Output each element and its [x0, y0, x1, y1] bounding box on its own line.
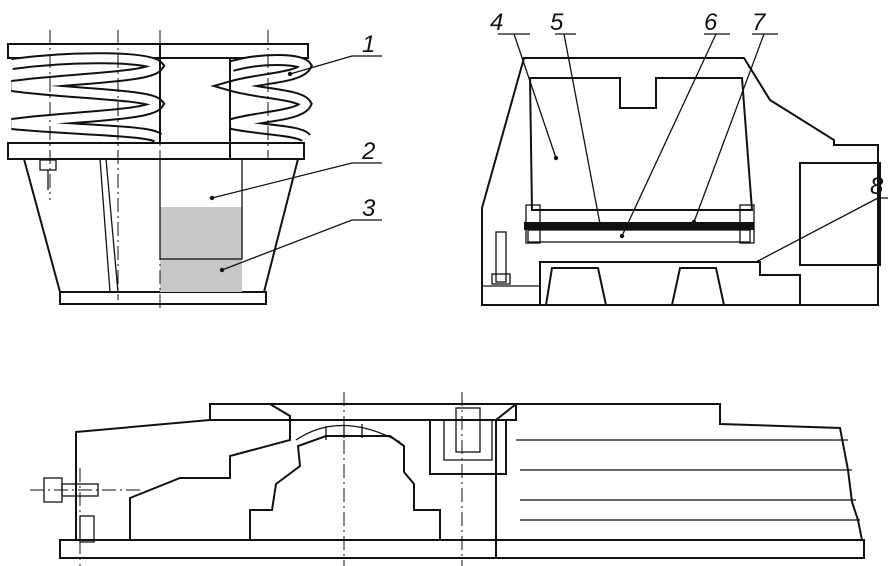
spring-isolator-view: 1 2 3	[7, 30, 382, 312]
spring-coils-right	[210, 54, 314, 143]
housing-section-view: 4 5 6 7 8	[481, 9, 888, 306]
label-2: 2	[361, 138, 375, 165]
label-1: 1	[362, 31, 375, 58]
label-5: 5	[550, 9, 564, 36]
label-8: 8	[870, 173, 884, 200]
spring-coils-left	[11, 52, 166, 144]
label-7: 7	[752, 9, 767, 36]
label-3: 3	[362, 195, 376, 222]
label-6: 6	[704, 9, 718, 36]
label-4: 4	[490, 9, 503, 36]
elastomer-mount-view	[30, 392, 865, 566]
